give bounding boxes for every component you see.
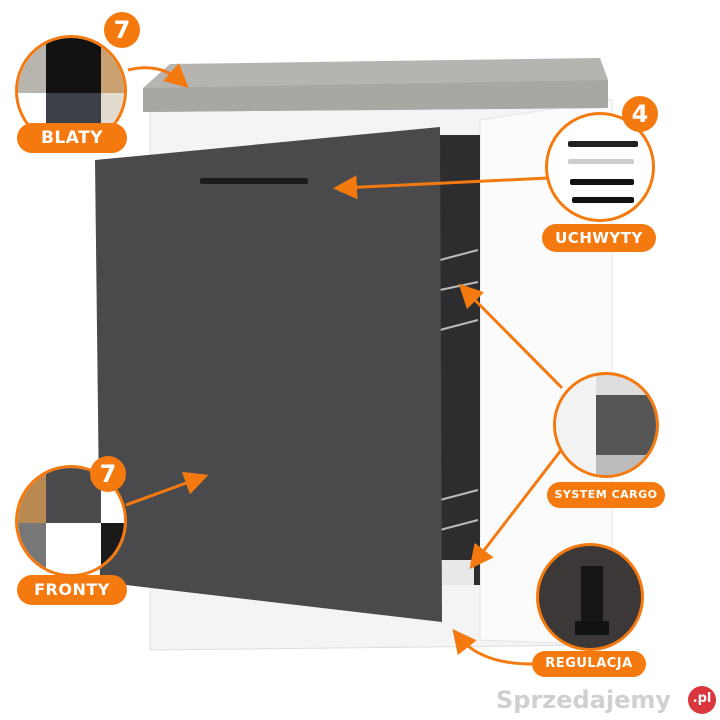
- door-handle: [200, 178, 308, 184]
- fronts-count-badge: 7: [90, 456, 126, 492]
- leg-photo-circle: [536, 543, 644, 651]
- uchwyty-label: UCHWYTY: [542, 224, 656, 252]
- watermark-badge: .pl: [688, 686, 716, 714]
- regulacja-label: REGULACJA: [532, 651, 646, 677]
- countertop-count-badge: 7: [104, 12, 140, 48]
- cargo-photo-circle: [553, 372, 659, 478]
- door-front: [95, 127, 442, 622]
- blaty-label: BLATY: [17, 123, 127, 153]
- handles-count-badge: 4: [622, 96, 658, 132]
- system-cargo-label: SYSTEM CARGO: [547, 482, 665, 508]
- watermark: Sprzedajemy: [496, 686, 672, 714]
- cargo-basket: [436, 135, 480, 585]
- fronty-label: FRONTY: [17, 575, 127, 605]
